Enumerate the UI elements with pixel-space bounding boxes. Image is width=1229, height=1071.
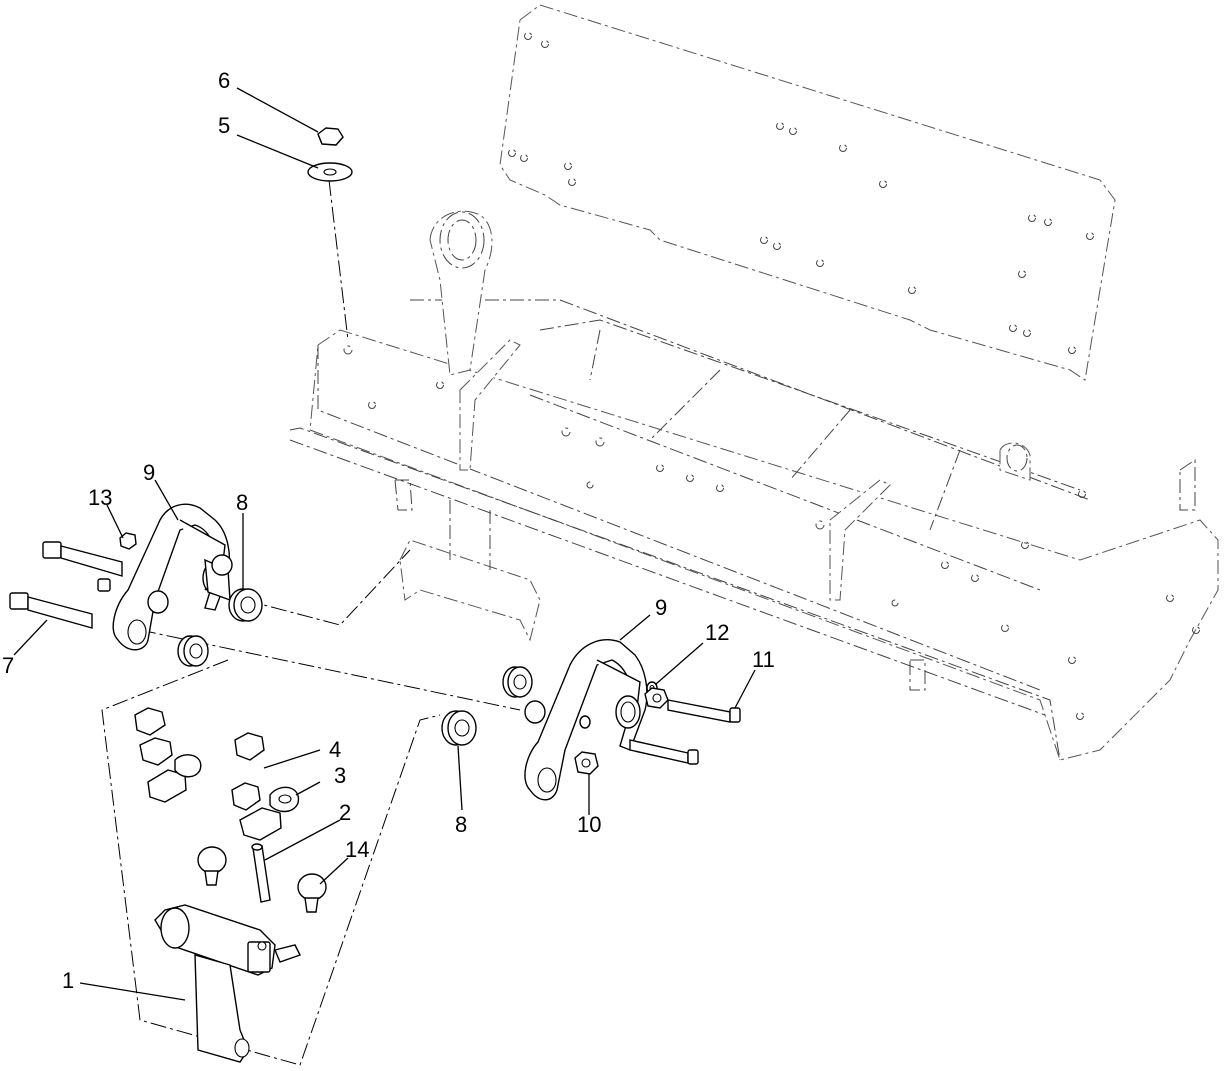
bolt-part-7 xyxy=(9,592,93,629)
bearing-lower-left xyxy=(177,635,209,667)
mount-bracket-part-1 xyxy=(154,904,301,1063)
callout-label-14: 14 xyxy=(345,837,369,862)
callout-label-2: 2 xyxy=(339,800,351,825)
clamp-parts-left-column xyxy=(134,707,202,803)
pin-part-2 xyxy=(251,843,271,903)
phantom-rear-panel-holes xyxy=(508,32,1094,354)
callout-label-7: 7 xyxy=(2,653,14,678)
spacer-left xyxy=(147,554,233,614)
callout-label-9-right: 9 xyxy=(655,595,667,620)
callout-label-13: 13 xyxy=(88,485,112,510)
callout-label-11: 11 xyxy=(752,647,775,672)
phantom-main-beam xyxy=(309,329,1219,761)
bearing-part-8 xyxy=(441,710,477,746)
clamp-part-3 xyxy=(239,786,300,841)
bearing-part-8-left xyxy=(228,588,263,622)
phantom-hanging-bracket xyxy=(399,539,541,642)
nut-part-13 xyxy=(119,532,137,550)
washer-part-5 xyxy=(307,162,353,182)
phantom-rear-panel xyxy=(499,4,1116,381)
spacer-right xyxy=(524,695,641,729)
bolt-lower-right xyxy=(629,739,699,765)
phantom-beam-holes xyxy=(343,345,1200,720)
knob-upper xyxy=(197,846,227,886)
callout-label-8-lower: 8 xyxy=(455,812,467,837)
nut-part-10 xyxy=(574,751,599,775)
callout-label-8-upper: 8 xyxy=(236,490,248,515)
clamp-part-4 xyxy=(231,732,265,811)
callout-label-1: 1 xyxy=(62,968,74,993)
callout-label-6: 6 xyxy=(218,68,230,93)
bearing-part-8-right-upper xyxy=(502,666,533,698)
callout-label-12: 12 xyxy=(705,620,729,645)
flange-nut-part-6 xyxy=(317,127,344,146)
nut-right-mid xyxy=(644,687,669,709)
small-washer-right xyxy=(579,715,591,729)
bolt-part-11 xyxy=(667,699,741,723)
small-nut-part xyxy=(97,578,111,592)
callout-leaders xyxy=(13,87,756,1001)
callout-label-9-left: 9 xyxy=(143,460,155,485)
phantom-lift-arm-left xyxy=(429,210,493,376)
bolt-part-7-upper xyxy=(42,541,123,577)
knob-part-14 xyxy=(297,873,327,913)
callout-labels: 6 5 9 13 8 7 9 12 11 4 3 2 8 10 14 1 xyxy=(2,68,775,993)
callout-label-3: 3 xyxy=(334,763,346,788)
callout-label-4: 4 xyxy=(329,737,341,762)
callout-label-10: 10 xyxy=(577,812,601,837)
callout-label-5: 5 xyxy=(218,113,230,138)
phantom-frame-assembly xyxy=(101,4,1219,1066)
